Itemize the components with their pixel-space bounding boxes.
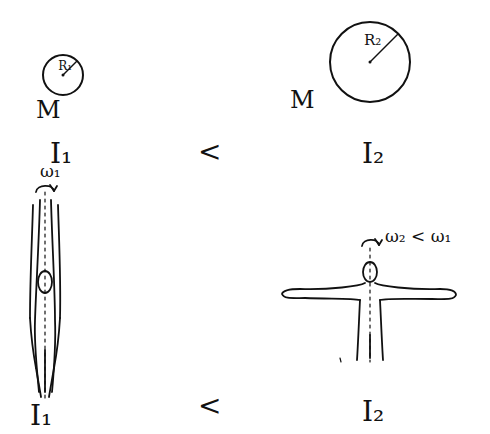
radius-label: R₂ [364,33,381,48]
sphere-circle: R₂ [328,20,412,104]
person-arms-out [282,239,456,362]
angular-velocity: ω₁ [40,163,61,180]
moment-of-inertia: I₂ [362,398,384,426]
person-arms-up [30,185,60,398]
mass-label: M [36,98,61,122]
moment-of-inertia: I₂ [362,140,384,168]
angular-velocity: ω₂ < ω₁ [385,228,451,245]
comparison-sign: < [198,138,221,166]
radius-label: R₁ [58,60,72,72]
mass-label: M [290,88,315,112]
moment-of-inertia: I₁ [30,402,52,430]
sphere-circle: R₁ [41,53,85,97]
comparison-sign: < [198,392,221,420]
